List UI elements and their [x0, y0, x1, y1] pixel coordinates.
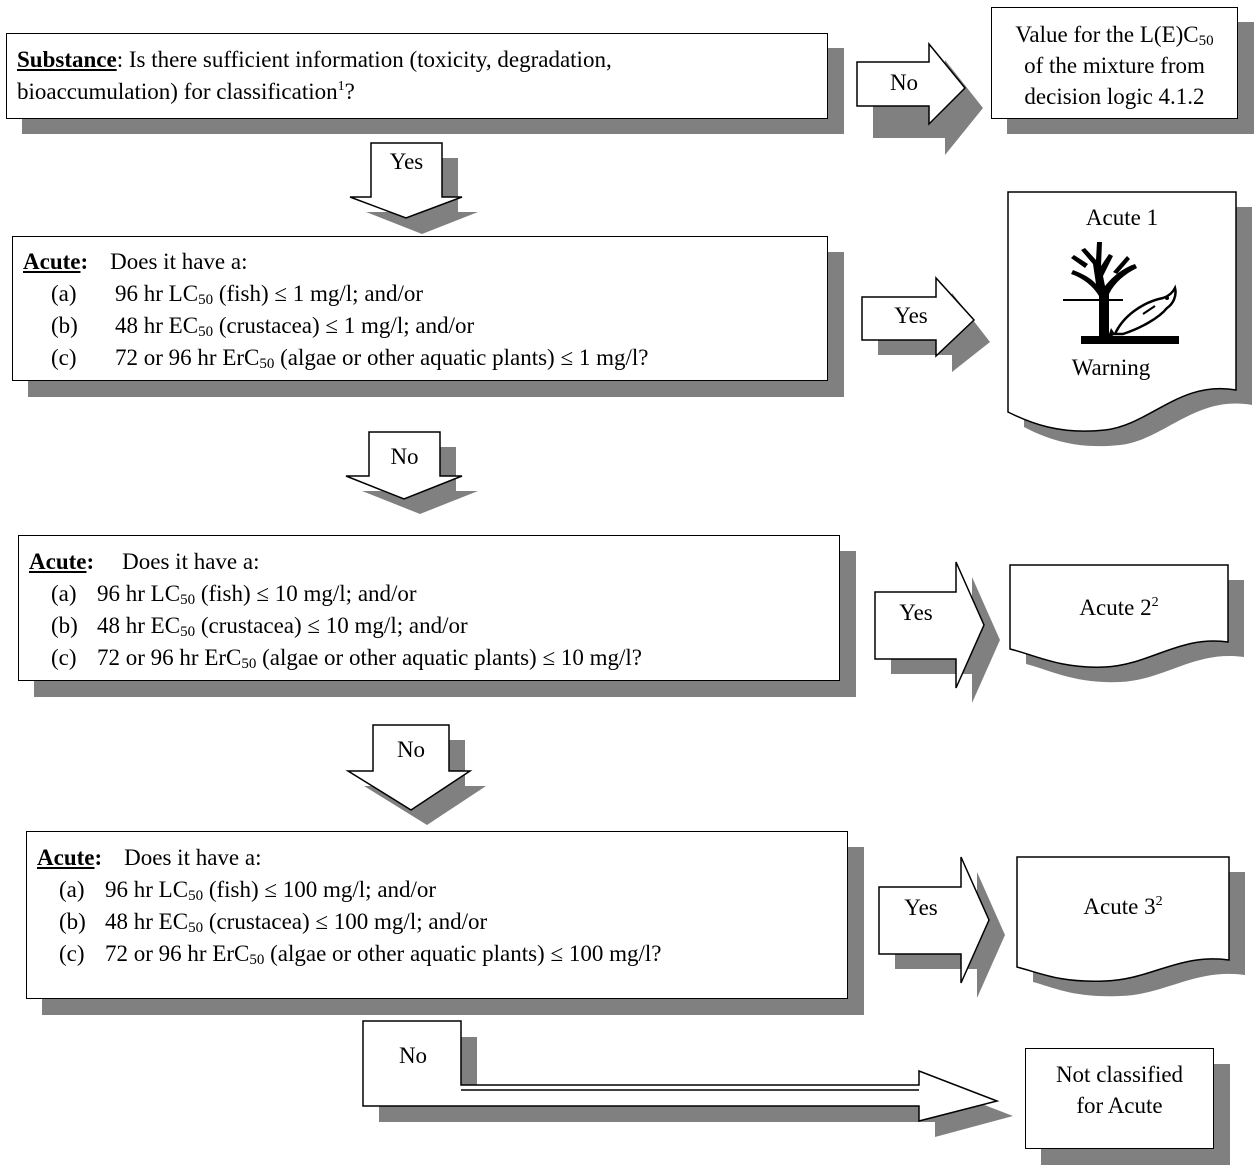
acute1-question-box: Acute:Does it have a: (a)96 hr LC50 (fis…	[12, 236, 828, 381]
no-label-after-acute3: No	[398, 1043, 428, 1068]
arrow-yes-to-acute3	[878, 856, 1005, 998]
acute2-item-c-sub: 50	[241, 656, 257, 672]
acute3-item-c-letter: (c)	[59, 941, 85, 966]
acute2-item-c: 72 or 96 hr ErC	[97, 645, 242, 670]
acute3-item-b-rest: (crustacea) ≤ 100 mg/l; and/or	[203, 909, 488, 934]
acute3-item-c: 72 or 96 hr ErC	[105, 941, 250, 966]
footnote-1: 1	[337, 79, 345, 94]
acute3-item-c-rest: (algae or other aquatic plants) ≤ 100 mg…	[264, 941, 662, 966]
value-box: Value for the L(E)C50 of the mixture fro…	[991, 7, 1238, 119]
acute2-item-a: 96 hr LC	[97, 581, 181, 606]
acute1-item-c-sub: 50	[259, 356, 275, 372]
arrow-no-after-acute2	[345, 724, 486, 825]
substance-text-line1: : Is there sufficient information (toxic…	[116, 47, 612, 72]
acute1-signal-word: Warning	[1071, 355, 1151, 380]
acute3-heading: Acute	[37, 845, 95, 870]
no-label-after-acute1: No	[390, 444, 419, 469]
acute3-document	[1016, 856, 1245, 997]
acute1-item-c: 72 or 96 hr ErC	[115, 345, 260, 370]
acute2-heading: Acute	[29, 549, 87, 574]
yes-label-down: Yes	[389, 149, 424, 174]
not-classified-line1: Not classified	[1055, 1062, 1184, 1087]
value-line1: Value for the L(E)C	[1015, 22, 1199, 47]
not-classified-box: Not classified for Acute	[1025, 1048, 1214, 1149]
acute3-item-a-sub: 50	[188, 888, 204, 904]
yes-label-acute1: Yes	[894, 303, 928, 328]
acute1-item-b: 48 hr EC	[115, 313, 199, 338]
acute1-item-c-rest: (algae or other aquatic plants) ≤ 1 mg/l…	[274, 345, 649, 370]
acute3-item-a: 96 hr LC	[105, 877, 189, 902]
acute2-item-c-letter: (c)	[51, 645, 77, 670]
arrow-yes-to-acute2	[874, 561, 1000, 703]
acute1-item-b-letter: (b)	[51, 313, 78, 338]
acute2-result: Acute 22	[1010, 592, 1228, 623]
acute1-item-b-rest: (crustacea) ≤ 1 mg/l; and/or	[213, 313, 475, 338]
acute3-title: Acute 3	[1083, 894, 1156, 919]
acute3-item-b-letter: (b)	[59, 909, 86, 934]
acute2-item-b-sub: 50	[180, 624, 196, 640]
acute2-item-b-letter: (b)	[51, 613, 78, 638]
not-classified-line2: for Acute	[1076, 1093, 1163, 1118]
value-line3: decision logic 4.1.2	[1024, 84, 1205, 109]
acute1-title: Acute 1	[1085, 205, 1159, 230]
acute1-item-b-sub: 50	[198, 324, 214, 340]
acute1-colon: :	[80, 249, 89, 274]
acute2-question-box: Acute:Does it have a: (a)96 hr LC50 (fis…	[18, 535, 840, 681]
acute2-colon: :	[86, 549, 95, 574]
acute3-item-a-rest: (fish) ≤ 100 mg/l; and/or	[203, 877, 437, 902]
acute2-item-c-rest: (algae or other aquatic plants) ≤ 10 mg/…	[256, 645, 642, 670]
acute2-item-a-rest: (fish) ≤ 10 mg/l; and/or	[195, 581, 417, 606]
arrow-no-to-not-classified	[362, 1020, 1013, 1137]
no-label-after-acute2: No	[396, 737, 426, 762]
acute1-item-a-rest: (fish) ≤ 1 mg/l; and/or	[213, 281, 424, 306]
acute3-question-box: Acute:Does it have a: (a)96 hr LC50 (fis…	[26, 831, 848, 999]
yes-label-acute3: Yes	[904, 895, 938, 920]
value-line1-sub: 50	[1198, 33, 1214, 49]
footnote-2b: 2	[1155, 894, 1163, 909]
acute3-item-c-sub: 50	[249, 952, 265, 968]
acute3-lead: Does it have a:	[124, 845, 262, 870]
arrow-no-to-value	[856, 41, 983, 155]
footnote-2: 2	[1151, 595, 1159, 610]
substance-heading: Substance	[17, 47, 117, 72]
acute2-document	[1009, 564, 1244, 683]
acute2-title: Acute 2	[1079, 595, 1152, 620]
acute1-item-a-letter: (a)	[51, 281, 77, 306]
substance-text-line2: bioaccumulation) for classification	[17, 79, 338, 104]
arrow-no-after-acute1	[345, 431, 478, 514]
substance-text-end: ?	[344, 79, 355, 104]
arrow-yes-down	[349, 142, 478, 234]
acute2-item-b-rest: (crustacea) ≤ 10 mg/l; and/or	[195, 613, 468, 638]
acute2-item-a-sub: 50	[180, 592, 196, 608]
arrow-yes-to-acute1	[861, 276, 990, 372]
acute2-item-a-letter: (a)	[51, 581, 77, 606]
acute2-lead: Does it have a:	[122, 549, 260, 574]
acute1-lead: Does it have a:	[110, 249, 248, 274]
acute1-item-a-sub: 50	[198, 292, 214, 308]
acute1-heading: Acute	[23, 249, 81, 274]
value-line2: of the mixture from	[1024, 53, 1205, 78]
acute1-item-c-letter: (c)	[51, 345, 77, 370]
yes-label-acute2: Yes	[899, 600, 933, 625]
acute3-item-a-letter: (a)	[59, 877, 85, 902]
acute3-item-b: 48 hr EC	[105, 909, 189, 934]
substance-question-box: Substance: Is there sufficient informati…	[6, 33, 828, 119]
environment-pictogram-icon	[1063, 242, 1179, 344]
acute3-item-b-sub: 50	[188, 920, 204, 936]
acute2-item-b: 48 hr EC	[97, 613, 181, 638]
no-label-to-value: No	[889, 70, 919, 95]
acute3-result: Acute 32	[1017, 891, 1229, 922]
acute3-colon: :	[94, 845, 103, 870]
acute1-item-a: 96 hr LC	[115, 281, 199, 306]
